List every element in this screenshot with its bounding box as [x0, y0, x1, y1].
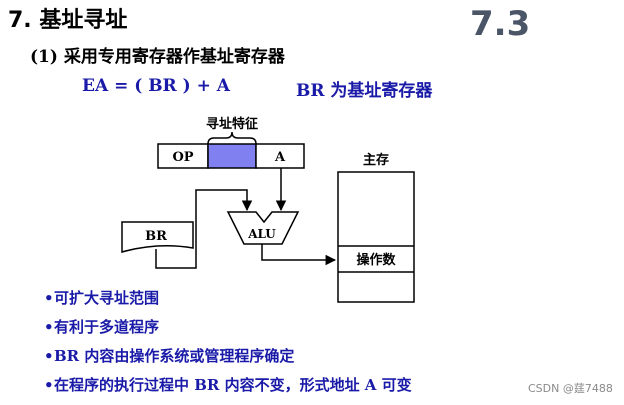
alu-label: ALU: [247, 227, 276, 241]
bullet-text: BR 内容由操作系统或管理程序确定: [54, 347, 295, 365]
a-label: A: [274, 150, 286, 165]
bullet-marker: •: [44, 289, 54, 307]
bullet-text: 在程序的执行过程中 BR 内容不变，形式地址 A 可变: [54, 376, 412, 394]
bullet-text: 有利于多道程序: [54, 318, 160, 336]
formula-note: BR 为基址寄存器: [296, 81, 433, 101]
watermark: CSDN @莛7488: [528, 382, 613, 395]
br-to-alu-line: [155, 189, 253, 269]
br-label: BR: [145, 229, 167, 244]
alu-to-operand-line: [261, 244, 337, 266]
a-field: [255, 143, 305, 169]
bullet-marker: •: [44, 347, 54, 365]
bullet-item: •可扩大寻址范围: [44, 287, 159, 308]
op-field: [157, 143, 209, 169]
feature-label: 寻址特征: [206, 116, 258, 132]
bullet-item: •在程序的执行过程中 BR 内容不变，形式地址 A 可变: [44, 374, 412, 395]
bullet-marker: •: [44, 376, 54, 394]
memory-title: 主存: [363, 152, 389, 168]
feature-brace: [207, 131, 257, 145]
op-label: OP: [172, 150, 193, 165]
feature-field: [207, 143, 257, 169]
slide-title: 7. 基址寻址: [8, 8, 128, 33]
bullet-marker: •: [44, 318, 54, 336]
operand-label: 操作数: [356, 252, 396, 268]
slide-number: 7.3: [470, 4, 531, 44]
section-subtitle: (1) 采用专用寄存器作基址寄存器: [30, 47, 285, 67]
alu-unit: [226, 211, 300, 245]
bullet-item: •有利于多道程序: [44, 316, 159, 337]
bullet-item: •BR 内容由操作系统或管理程序确定: [44, 345, 294, 366]
main-memory: [337, 171, 415, 303]
bullet-text: 可扩大寻址范围: [54, 289, 160, 307]
ea-formula: EA = ( BR ) + A: [82, 76, 230, 96]
br-register: [121, 221, 194, 253]
